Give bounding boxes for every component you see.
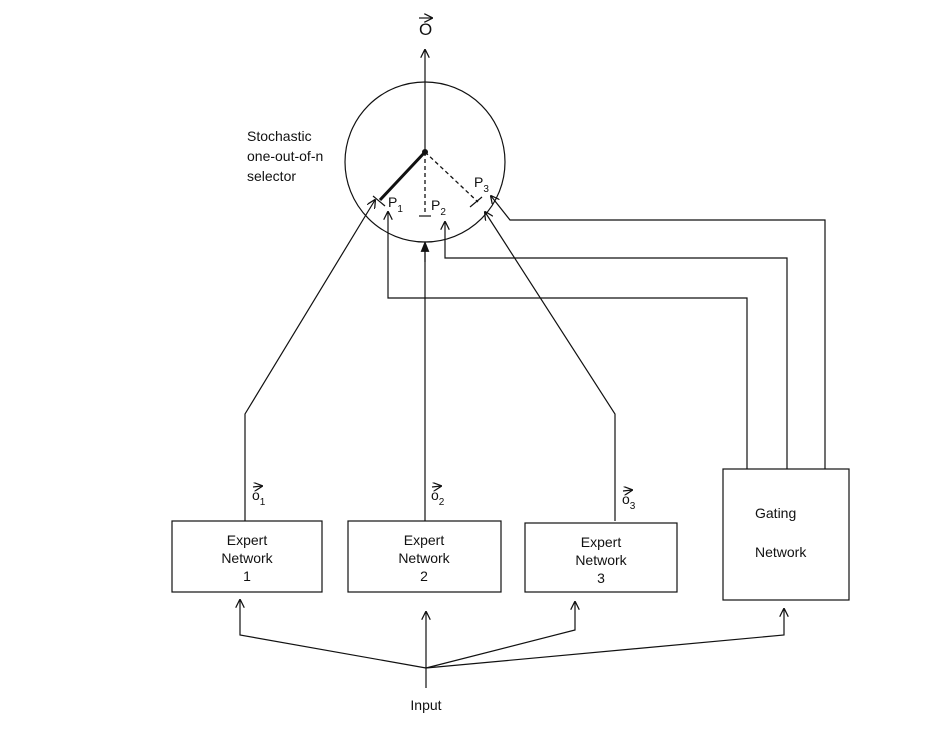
expert-1-output-path (244, 200, 375, 521)
expert-network-1: Expert Network 1 (171, 520, 323, 593)
selector-switch-p1 (378, 150, 427, 202)
output-label: O (419, 20, 432, 39)
expert-network-2: Expert Network 2 (347, 520, 502, 593)
expert-network-1-box (171, 520, 323, 593)
gating-line-p3 (491, 196, 826, 469)
expert-network-3-line-2: Network (575, 552, 627, 568)
p2-label: P2 (431, 197, 446, 218)
tick-p3 (469, 196, 483, 208)
tick-p1 (372, 195, 386, 207)
input-to-gating (425, 609, 784, 669)
gating-line-p2 (445, 222, 788, 469)
expert-network-1-line-2: Network (221, 550, 273, 566)
gating-network: Gating Network (722, 468, 850, 601)
o2-vector-arrow (431, 486, 441, 487)
p3-label: P3 (474, 174, 489, 195)
expert-network-1-line-1: Expert (227, 532, 268, 548)
o1-label: o1 (252, 487, 266, 508)
selector-label-line-2: one-out-of-n (247, 148, 323, 164)
o3-vector-arrow (622, 490, 632, 491)
p1-label: P1 (388, 194, 403, 215)
expert-network-3: Expert Network 3 (524, 522, 678, 593)
expert-network-2-line-1: Expert (404, 532, 445, 548)
o1-vector-arrow (252, 486, 262, 487)
expert-3-output-path (485, 212, 616, 521)
expert-network-2-line-2: Network (398, 550, 450, 566)
input-label: Input (410, 697, 441, 713)
expert-network-1-line-3: 1 (243, 568, 251, 584)
selector-label: Stochastic one-out-of-n selector (247, 128, 323, 184)
expert-network-3-line-3: 3 (597, 570, 605, 586)
expert-network-2-box (347, 520, 502, 593)
input-to-expert-1 (240, 600, 427, 669)
gating-network-line-1: Gating (755, 505, 796, 521)
expert-network-3-line-1: Expert (581, 534, 622, 550)
expert-network-2-line-3: 2 (420, 568, 428, 584)
selector-label-line-1: Stochastic (247, 128, 312, 144)
o3-label: o3 (622, 491, 636, 512)
o2-label: o2 (431, 487, 445, 508)
selector-link-p3 (424, 151, 479, 203)
gating-network-line-2: Network (755, 544, 807, 560)
expert-network-3-box (524, 522, 678, 593)
gating-line-p1 (388, 212, 748, 469)
gating-network-box (722, 468, 850, 601)
selector-label-line-3: selector (247, 168, 296, 184)
input-to-expert-3 (425, 602, 575, 669)
